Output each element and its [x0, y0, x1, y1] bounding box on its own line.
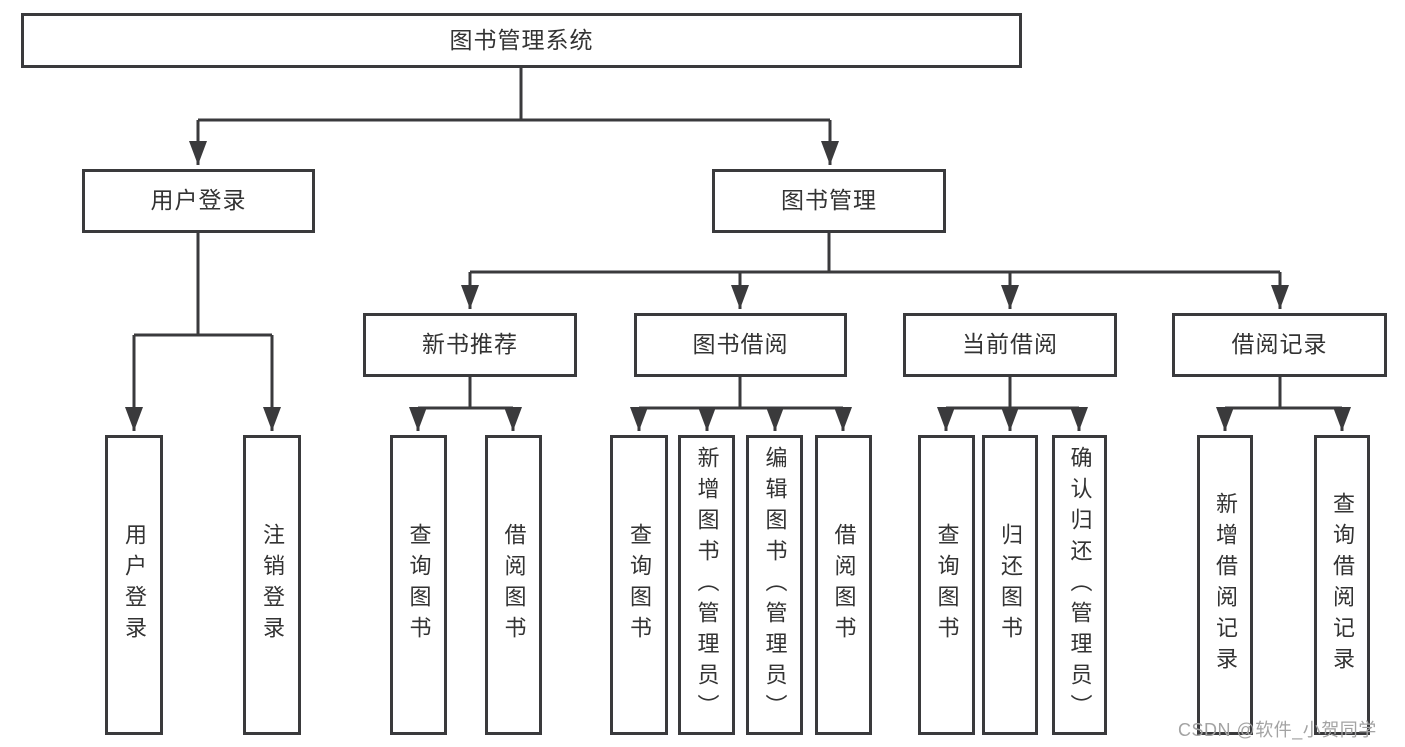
- leaf-add-borrow-record: 新增借阅记录: [1197, 435, 1253, 735]
- leaf-query-books-current: 查询图书: [918, 435, 975, 735]
- leaf-add-book-admin: 新增图书（管理员）: [678, 435, 735, 735]
- node-new-book-recommend: 新书推荐: [363, 313, 577, 377]
- leaf-confirm-return-admin: 确认归还（管理员）: [1052, 435, 1107, 735]
- leaf-user-login: 用户登录: [105, 435, 163, 735]
- node-book-management: 图书管理: [712, 169, 946, 233]
- node-library-management-system: 图书管理系统: [21, 13, 1022, 68]
- node-user-login: 用户登录: [82, 169, 315, 233]
- leaf-query-books-borrow: 查询图书: [610, 435, 668, 735]
- csdn-watermark: CSDN @软件_小贺同学: [1178, 720, 1377, 740]
- leaf-return-book: 归还图书: [982, 435, 1038, 735]
- node-book-borrow: 图书借阅: [634, 313, 847, 377]
- leaf-logout: 注销登录: [243, 435, 301, 735]
- leaf-borrow-books: 借阅图书: [815, 435, 872, 735]
- leaf-query-borrow-record: 查询借阅记录: [1314, 435, 1370, 735]
- node-current-borrow: 当前借阅: [903, 313, 1117, 377]
- leaf-query-books-recommend: 查询图书: [390, 435, 447, 735]
- node-borrow-records: 借阅记录: [1172, 313, 1387, 377]
- leaf-borrow-books-recommend: 借阅图书: [485, 435, 542, 735]
- leaf-edit-book-admin: 编辑图书（管理员）: [746, 435, 803, 735]
